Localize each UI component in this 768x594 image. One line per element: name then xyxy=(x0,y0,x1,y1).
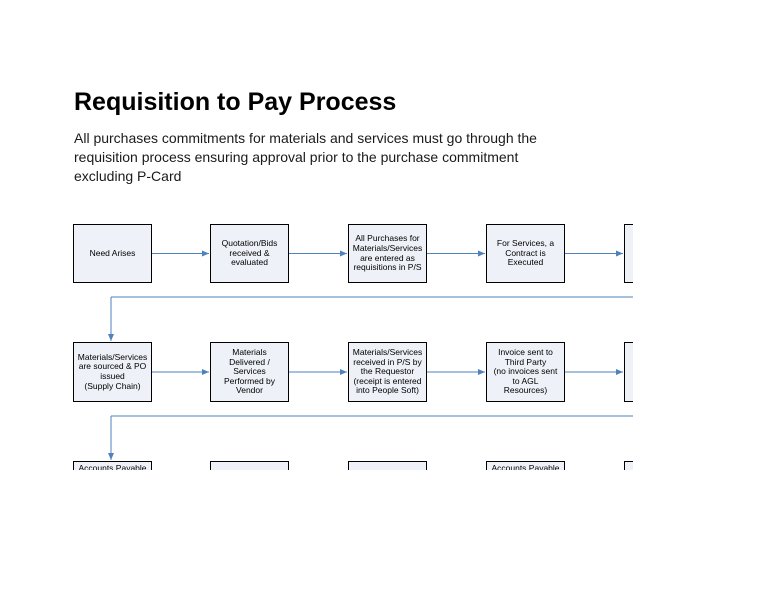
step-text-line: Accounts Payable xyxy=(78,463,147,470)
process-step-row-3-step-4: Accounts Payable xyxy=(486,461,565,470)
process-step-row-1-partial-step: Aap xyxy=(624,224,633,283)
step-text-line: requisitions in P/S xyxy=(353,262,422,273)
step-text-line: Invoice sent to xyxy=(498,347,553,358)
process-step-row-3-partial-step xyxy=(624,461,633,470)
step-text-line: Performed by xyxy=(223,375,276,386)
step-text-line: evaluated xyxy=(231,257,268,268)
step-text-line: the Requestor xyxy=(360,366,415,377)
connector-layer xyxy=(108,250,633,460)
process-step-row-2-partial-step: rec xyxy=(624,342,633,402)
step-text-line: Materials/Services xyxy=(352,347,423,358)
step-text-line: Third Party xyxy=(504,356,547,367)
step-text-line: Executed xyxy=(507,257,544,268)
step-text-line: Need Arises xyxy=(89,247,136,258)
step-text-line: are entered as xyxy=(360,252,415,263)
step-text-line: All Purchases for xyxy=(355,233,420,244)
step-text-line: Contract is xyxy=(505,247,546,258)
step-text-line: Materials/Services xyxy=(77,351,148,362)
intro-paragraph: All purchases commitments for materials … xyxy=(74,129,594,186)
intro-line: requisition process ensuring approval pr… xyxy=(74,149,519,165)
step-text-line: For Services, a xyxy=(496,238,555,249)
step-text-line: (no invoices sent xyxy=(493,366,558,377)
process-step-row-3-step-2 xyxy=(210,461,289,470)
intro-line: All purchases commitments for materials … xyxy=(74,130,537,146)
step-text-line: issued xyxy=(100,371,125,381)
step-text-line: Accounts Payable xyxy=(491,463,560,470)
step-text-line: Materials xyxy=(232,347,267,358)
step-text-line: (receipt is entered xyxy=(353,375,422,386)
step-text-line: Resources) xyxy=(503,385,548,396)
step-text-line: received in P/S by xyxy=(353,356,422,367)
step-text-line: are sourced & PO xyxy=(78,361,147,372)
process-step-need-arises: Need Arises xyxy=(73,224,152,283)
step-text-line: Vendor xyxy=(236,385,263,396)
step-text-line: Materials/Services xyxy=(352,242,423,253)
process-step-row-3-step-3 xyxy=(348,461,427,470)
step-text-line: into People Soft) xyxy=(356,385,419,396)
step-text-line: Quotation/Bids xyxy=(221,238,278,249)
page-title: Requisition to Pay Process xyxy=(74,88,397,116)
step-text-line: Services xyxy=(233,366,266,377)
process-step-row-3-step-1: Accounts Payable xyxy=(73,461,152,470)
step-text-line: (Supply Chain) xyxy=(84,380,141,391)
intro-line: excluding P-Card xyxy=(74,168,182,184)
step-text-line: received & xyxy=(229,247,270,258)
step-text-line: to AGL xyxy=(512,375,539,386)
step-text-line: Delivered / xyxy=(229,356,270,367)
